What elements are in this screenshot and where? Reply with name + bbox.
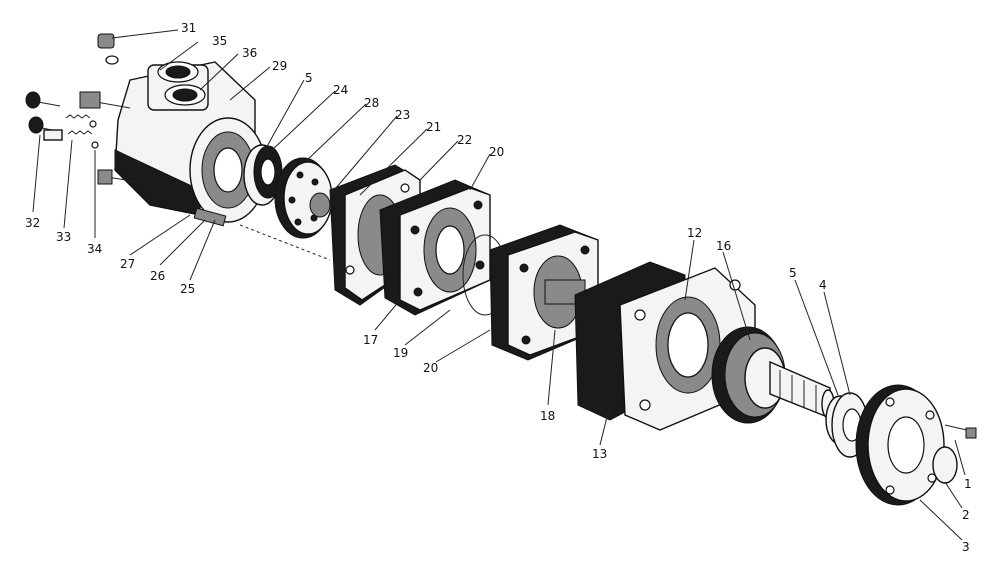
screws-32-33-34 — [25, 91, 99, 149]
callout-27: 27 — [120, 257, 135, 271]
callout-24: 24 — [333, 83, 348, 97]
plug-part-31 — [97, 33, 119, 65]
distributor-disk-28 — [274, 157, 333, 239]
callout-4: 4 — [819, 278, 827, 292]
callout-12: 12 — [687, 226, 702, 240]
callout-3: 3 — [962, 540, 970, 554]
callout-33: 33 — [56, 230, 71, 244]
callout-23: 23 — [395, 108, 410, 122]
callout-18: 18 — [540, 409, 555, 423]
callout-34: 34 — [87, 242, 102, 256]
callout-labels: 31 35 36 29 5 24 28 23 21 22 20 32 33 34… — [25, 21, 972, 554]
callout-1: 1 — [964, 477, 972, 491]
callout-35: 35 — [212, 34, 227, 48]
callout-5: 5 — [305, 71, 313, 85]
end-cover-3 — [855, 384, 977, 506]
callout-21: 21 — [426, 120, 441, 134]
callout-2: 2 — [962, 508, 970, 522]
callout-19: 19 — [393, 346, 408, 360]
callout-13: 13 — [592, 447, 607, 461]
callout-26: 26 — [150, 269, 165, 283]
bearing-shaft-16 — [711, 326, 835, 424]
callout-36: 36 — [242, 46, 257, 60]
valve-housing — [79, 61, 267, 227]
callout-5-right: 5 — [789, 266, 797, 280]
callout-20-top: 20 — [489, 145, 504, 159]
callout-25: 25 — [180, 282, 195, 296]
callout-32: 32 — [25, 216, 40, 230]
callout-22: 22 — [457, 133, 472, 147]
callout-17: 17 — [363, 333, 378, 347]
callout-29: 29 — [272, 59, 287, 73]
callout-31: 31 — [181, 21, 196, 35]
leader-lines — [32, 29, 966, 541]
callout-20-bottom: 20 — [423, 361, 438, 375]
callout-16: 16 — [716, 239, 731, 253]
callout-28: 28 — [364, 96, 379, 110]
